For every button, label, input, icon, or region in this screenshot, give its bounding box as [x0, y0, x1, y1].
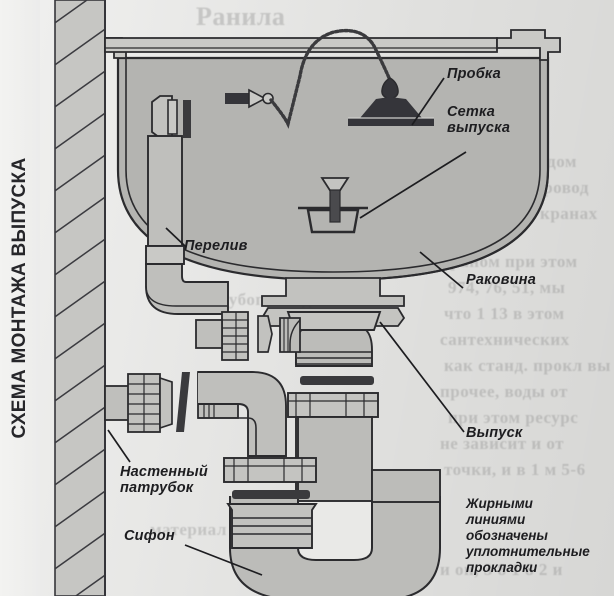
ghost-line: 974, 76, 51, мы: [448, 278, 566, 297]
page-title: СХЕМА МОНТАЖА ВЫПУСКА: [9, 157, 30, 439]
label-outlet: Выпуск: [466, 425, 523, 441]
chain-anchor-cone: [248, 88, 267, 109]
label-siphon: Сифон: [124, 528, 175, 544]
ghost-line: сантехнических: [440, 330, 570, 349]
ghost-line: Ранила: [196, 2, 286, 31]
label-wall-pipe: Настенный патрубок: [120, 464, 208, 497]
gasket-note: Жирными линиями обозначены уплотнительны…: [466, 496, 590, 575]
sink-bowl: [104, 29, 561, 307]
leader-siphon: [184, 544, 263, 576]
overflow-gasket: [183, 100, 191, 138]
chain-anchor-bar: [225, 93, 249, 104]
cone-gasket: [257, 315, 273, 353]
ghost-line: что 1 13 в этом: [444, 304, 565, 323]
vertical-title-band: СХЕМА МОНТАЖА ВЫПУСКА: [0, 0, 40, 596]
drain-grate: [298, 177, 368, 234]
leader-lines: [107, 77, 467, 576]
label-drain-grate: Сетка выпуска: [447, 104, 511, 137]
leader-sink: [419, 251, 464, 289]
chain: [269, 28, 392, 129]
plug-body: [348, 97, 434, 126]
flat-gasket-2: [232, 490, 310, 499]
trap-top-nut: [287, 392, 379, 418]
leader-overflow: [165, 227, 186, 247]
overflow-pipe: [145, 95, 229, 315]
ghost-line: прочее, воды от: [440, 382, 568, 401]
leader-outlet: [379, 321, 465, 433]
wall-section: [54, 0, 106, 596]
leader-wall-pipe: [107, 429, 131, 463]
ghost-line: как станд. прокл вы: [444, 356, 611, 375]
wall-gasket: [176, 372, 190, 432]
leader-drain-grate: [359, 151, 467, 219]
flat-gasket-1: [300, 376, 374, 385]
ghost-line: и он, 3 8 1 8 2 и: [440, 560, 563, 579]
label-overflow: Перелив: [184, 238, 248, 254]
leader-plug: [411, 77, 445, 126]
label-sink: Раковина: [466, 272, 536, 288]
ghost-line: не зависит и от: [440, 434, 565, 453]
wall-pipe-assembly: [104, 371, 318, 549]
outlet-body: [195, 307, 406, 385]
label-plug: Пробка: [447, 66, 501, 82]
ghost-line: при этом ресурс: [448, 408, 579, 427]
ghost-line: точки, и в 1 м 5-6: [444, 460, 586, 479]
plug-and-chain: [225, 28, 434, 129]
